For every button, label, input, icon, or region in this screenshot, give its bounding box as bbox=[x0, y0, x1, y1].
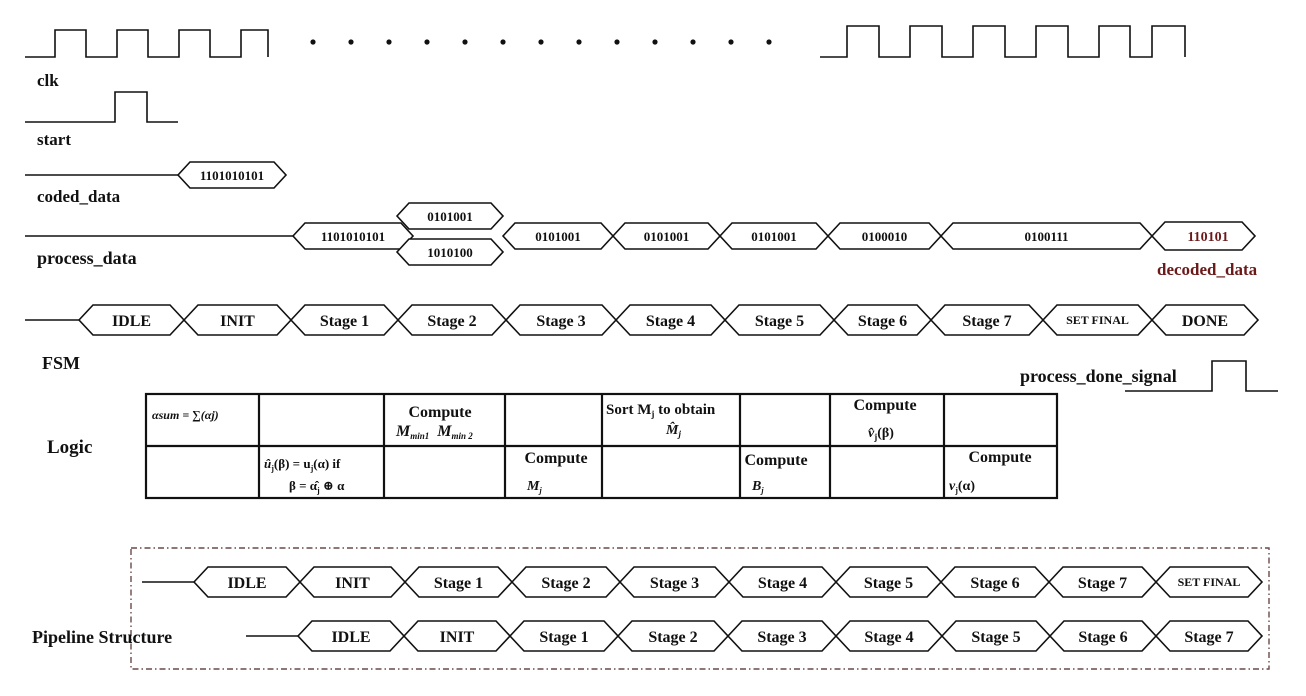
pipeline-row2-label: IDLE bbox=[331, 629, 370, 646]
ellipsis-dot bbox=[652, 39, 658, 45]
process-data-value: 0101001 bbox=[644, 229, 690, 244]
pipeline-row2-hexagons: IDLE INIT Stage 1 Stage 2 Stage 3 Stage 4 Stag… bbox=[296, 620, 1264, 652]
clk-wave-right bbox=[820, 25, 1186, 58]
start-waveform bbox=[25, 91, 178, 123]
decoded-data-value: 110101 bbox=[1187, 230, 1228, 245]
pipeline-row1-label: Stage 7 bbox=[1078, 575, 1127, 592]
process-done-waveform bbox=[1125, 360, 1278, 392]
logic-cell-compute-bj-line2: Bj bbox=[751, 479, 764, 495]
logic-cell-sort-line2: M̂j bbox=[665, 421, 681, 439]
pipeline-row2-label: Stage 2 bbox=[648, 629, 697, 646]
process-data-value: 0100111 bbox=[1024, 229, 1068, 244]
ellipsis-dot bbox=[500, 39, 506, 45]
clk-ellipsis-dots bbox=[310, 39, 772, 45]
pipeline-row1-label: SET FINAL bbox=[1178, 575, 1241, 589]
fsm-hexagons: IDLE INIT Stage 1 Stage 2 Stage 3 Stage 4 Stag… bbox=[77, 304, 1260, 336]
clk-waveform bbox=[25, 25, 1186, 58]
fsm-state-label: Stage 2 bbox=[427, 313, 476, 330]
process-data-hexagon bbox=[291, 222, 415, 250]
coded-data-label: coded_data bbox=[37, 187, 121, 206]
pipeline-row1-label: Stage 1 bbox=[434, 575, 483, 592]
fsm-state-label: IDLE bbox=[112, 313, 151, 330]
process-data-value: 0101001 bbox=[427, 209, 473, 224]
ellipsis-dot bbox=[538, 39, 544, 45]
process-done-signal-label: process_done_signal bbox=[1020, 366, 1177, 386]
ellipsis-dot bbox=[348, 39, 354, 45]
fsm-state-label: Stage 7 bbox=[962, 313, 1011, 330]
ellipsis-dot bbox=[766, 39, 772, 45]
ellipsis-dot bbox=[728, 39, 734, 45]
logic-cell-u-line1: ûj(β) = uj(α) if bbox=[264, 456, 341, 473]
fsm-state-label: Stage 3 bbox=[536, 313, 585, 330]
logic-cell-compute-mmin-line1: Compute bbox=[408, 404, 471, 421]
ellipsis-dot bbox=[576, 39, 582, 45]
process-data-value: 1101010101 bbox=[321, 229, 385, 244]
decoded-data-hexagon bbox=[1150, 221, 1257, 251]
fsm-state-label: Stage 6 bbox=[858, 313, 907, 330]
logic-cell-compute-mj-line1: Compute bbox=[524, 450, 587, 467]
ellipsis-dot bbox=[424, 39, 430, 45]
ellipsis-dot bbox=[462, 39, 468, 45]
start-label: start bbox=[37, 130, 71, 149]
ellipsis-dot bbox=[386, 39, 392, 45]
process-data-label: process_data bbox=[37, 248, 137, 268]
fsm-state-label: Stage 5 bbox=[755, 313, 804, 330]
logic-cell-compute-vhat-line1: Compute bbox=[853, 397, 916, 414]
process-data-hexagon bbox=[395, 238, 505, 266]
logic-cell-compute-vhat-line2: v̂j(β) bbox=[868, 426, 894, 442]
logic-cell-u-line2: β = α̂j ⊕ α bbox=[289, 478, 345, 495]
logic-cell-compute-mj-line2: Mj bbox=[526, 479, 542, 495]
ellipsis-dot bbox=[614, 39, 620, 45]
fsm-state-label: SET FINAL bbox=[1066, 313, 1129, 327]
process-data-hexagon bbox=[395, 202, 505, 230]
pipeline-row1-label: INIT bbox=[335, 575, 370, 592]
pipeline-dashed-border bbox=[130, 547, 1270, 670]
pipeline-row2-label: Stage 6 bbox=[1078, 629, 1127, 646]
pipeline-row1-label: Stage 6 bbox=[970, 575, 1019, 592]
ellipsis-dot bbox=[690, 39, 696, 45]
pipeline-row2-label: Stage 5 bbox=[971, 629, 1020, 646]
logic-label: Logic bbox=[47, 437, 92, 458]
pipeline-row2-hexagon bbox=[1154, 620, 1264, 652]
pipeline-row1-label: Stage 4 bbox=[758, 575, 807, 592]
pipeline-row2-label: Stage 4 bbox=[864, 629, 913, 646]
fsm-label: FSM bbox=[42, 353, 80, 373]
coded-data-hexagon bbox=[176, 161, 288, 189]
pipeline-row1-label: IDLE bbox=[227, 575, 266, 592]
fsm-state-label: Stage 4 bbox=[646, 313, 695, 330]
pipeline-row2-label: Stage 7 bbox=[1184, 629, 1233, 646]
logic-cell-sort-line1: Sort Mj to obtain bbox=[606, 402, 716, 419]
process-data-value: 1010100 bbox=[427, 245, 473, 260]
clk-wave-left bbox=[25, 29, 269, 58]
pipeline-row1-label: Stage 2 bbox=[541, 575, 590, 592]
pipeline-row1-hexagons: IDLE INIT Stage 1 Stage 2 Stage 3 Stage 4 Stag… bbox=[192, 566, 1264, 598]
logic-cell-compute-v-line2: vj(α) bbox=[949, 479, 975, 495]
pipeline-row2-label: Stage 1 bbox=[539, 629, 588, 646]
ellipsis-dot bbox=[310, 39, 316, 45]
process-data-value: 0101001 bbox=[535, 229, 581, 244]
pipeline-row1-label: Stage 5 bbox=[864, 575, 913, 592]
fsm-state-hexagon bbox=[1150, 304, 1260, 336]
fsm-state-label: INIT bbox=[220, 313, 255, 330]
pipeline-label: Pipeline Structure bbox=[32, 627, 172, 647]
decoded-data-label: decoded_data bbox=[1157, 260, 1258, 279]
pipeline-row1-label: Stage 3 bbox=[650, 575, 699, 592]
pipeline-row2-label: INIT bbox=[440, 629, 475, 646]
process-data-value: 0101001 bbox=[751, 229, 797, 244]
fsm-state-label: Stage 1 bbox=[320, 313, 369, 330]
process-data-hexagons: 1101010101 0101001 1010100 0101001 0101001 01… bbox=[291, 202, 1154, 266]
logic-cell-compute-bj-line1: Compute bbox=[744, 452, 807, 469]
pipeline-row1-hexagon bbox=[1154, 566, 1264, 598]
logic-cell-compute-v-line1: Compute bbox=[968, 449, 1031, 466]
coded-data-value: 1101010101 bbox=[200, 168, 264, 183]
clk-label: clk bbox=[37, 71, 59, 90]
fsm-state-label: DONE bbox=[1182, 313, 1228, 330]
pipeline-row2-label: Stage 3 bbox=[757, 629, 806, 646]
logic-cell-alpha-sum: αsum = ∑(αj) bbox=[152, 408, 219, 422]
process-data-value: 0100010 bbox=[862, 229, 908, 244]
